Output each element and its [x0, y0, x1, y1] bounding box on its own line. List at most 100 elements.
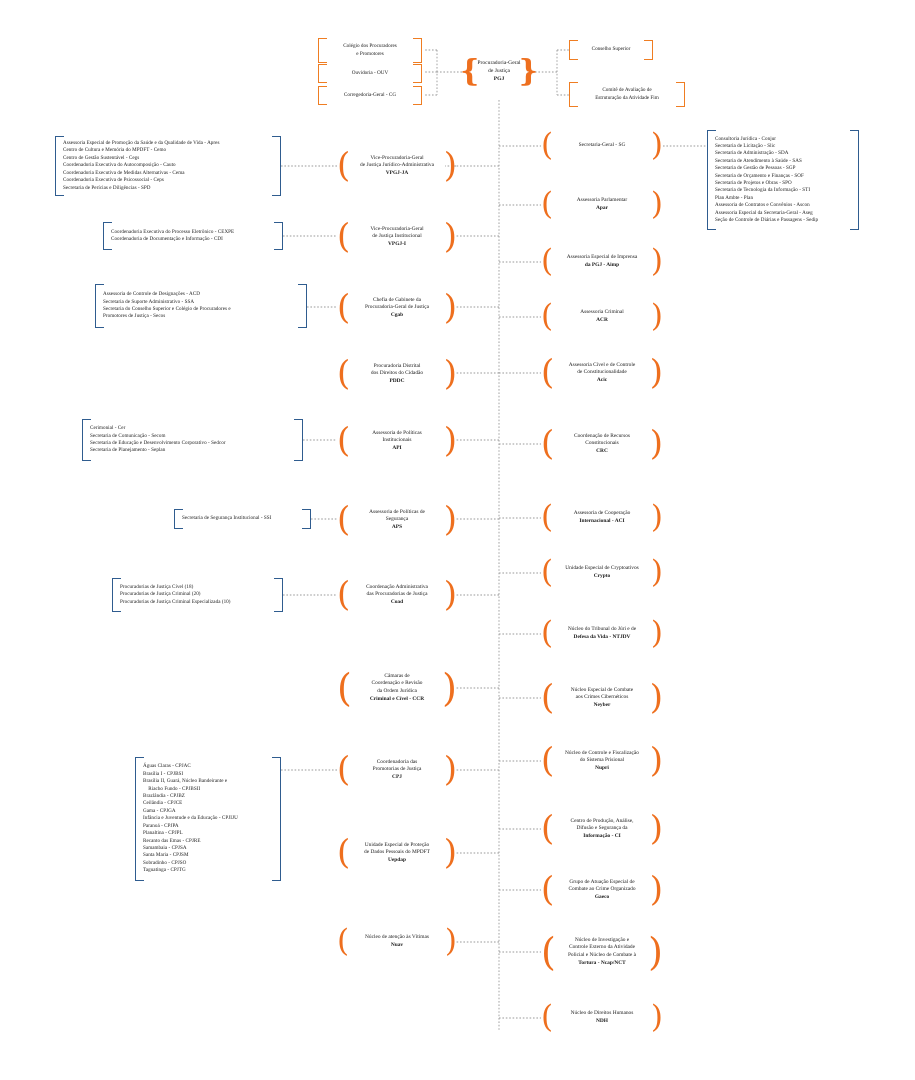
paren-left-icon: ( [337, 749, 351, 790]
node-acr[interactable]: ( ) Assessoria Criminal ACR [541, 297, 663, 337]
group-coad[interactable]: Procuradorias de Justiça Cível (18) Proc… [112, 578, 283, 612]
list-item: Coordenadoria Executiva de Medidas Alter… [63, 169, 185, 176]
label-line-1: Ouvidoria - OUV [351, 69, 389, 76]
group-cpj[interactable]: Águas Claras - CPJAC Brasília I - CPJBSI… [135, 757, 281, 881]
label-line-2: Promotorias de Justiça [372, 766, 422, 773]
node-text: Chefia de Gabinete da Procuradoria-Geral… [350, 285, 444, 331]
bracket-right [850, 130, 859, 230]
label-line-2: Controle Externo da Atividade [568, 944, 636, 951]
list-item: Cerimonial - Cer [90, 425, 126, 432]
label-line-3: CRC [596, 447, 608, 454]
list-item: Taguatinga - CPJTG [143, 867, 186, 874]
paren-left-icon: ( [541, 999, 554, 1036]
label-line-3: Uepdap [388, 856, 406, 863]
node-text: Vice-Procuradoria-Geral de Justiça Juríd… [350, 143, 444, 189]
label-line-3: Coad [390, 598, 404, 605]
node-api[interactable]: ( ) Assessoria de Políticas Instituciona… [337, 418, 457, 464]
node-coad[interactable]: ( ) Coordenação Administrativa das Procu… [337, 572, 457, 618]
node-crc[interactable]: ( ) Coordenação de Recursos Constitucion… [541, 421, 663, 467]
paren-left-icon: ( [541, 615, 554, 652]
paren-right-icon: ) [649, 869, 663, 910]
paren-left-icon: ( [541, 186, 554, 223]
label-line-1: Grupo de Atuação Especial de [569, 878, 635, 885]
node-text: Centro de Produção, Análise, Difusão e S… [554, 806, 650, 852]
bracket-left [135, 757, 144, 881]
paren-left-icon: ( [541, 929, 556, 974]
node-nupri[interactable]: ( ) Núcleo de Controle e Fiscalização do… [541, 738, 663, 784]
node-nuav[interactable]: ( ) Núcleo de atenção às Vítimas Nuav [337, 922, 457, 962]
node-cgab[interactable]: ( ) Chefia de Gabinete da Procuradoria-G… [337, 285, 457, 331]
node-colegio-procuradores[interactable]: Colégio dos Procuradores e Promotores [318, 38, 422, 63]
label-line-1: Secretaria-Geral - SG [578, 142, 626, 149]
node-text: Procuradoria Distrital dos Direitos do C… [350, 351, 444, 397]
label-line-1: Coordenação de Recursos [574, 432, 630, 439]
node-text: Núcleo de Direitos Humanos NDH [554, 998, 650, 1038]
paren-left-icon: ( [541, 808, 555, 849]
bracket-right [413, 64, 422, 83]
node-aps[interactable]: ( ) Assessoria de Políticas de Segurança… [337, 497, 457, 543]
label-line-2: Segurança [385, 516, 409, 523]
group-cgab[interactable]: Assessoria de Controle de Designações - … [95, 284, 307, 328]
node-neyber[interactable]: ( ) Núcleo Especial de Combate aos Crime… [541, 675, 663, 721]
label-line-1: Assessoria de Cooperação [573, 510, 631, 517]
node-gaeco[interactable]: ( ) Grupo de Atuação Especial de Combate… [541, 867, 663, 913]
list-item: Assessoria de Contratos e Convênios - As… [715, 202, 810, 209]
group-secretaria-geral[interactable]: Consultoria Jurídica - Conjur Secretaria… [707, 130, 859, 230]
node-ouvidoria[interactable]: Ouvidoria - OUV [318, 64, 422, 83]
node-aimp[interactable]: ( ) Assessoria Especial de Imprensa da P… [541, 242, 663, 282]
paren-left-icon: ( [541, 298, 554, 335]
node-text: Corregedoria-Geral - CG [326, 86, 414, 105]
node-ci[interactable]: ( ) Centro de Produção, Análise, Difusão… [541, 806, 663, 852]
node-conselho-superior[interactable]: Conselho Superior [569, 40, 653, 60]
node-secretaria-geral[interactable]: ( ) Secretaria-Geral - SG [541, 126, 663, 166]
node-vpgj-i[interactable]: ( ) Vice-Procuradoria-Geral de Justiça I… [337, 214, 457, 260]
list-item: Recanto das Emas - CPJRE [143, 837, 201, 844]
node-text: Assessoria Criminal ACR [554, 297, 650, 337]
label-line-1: Câmaras de [384, 672, 410, 679]
node-ndh[interactable]: ( ) Núcleo de Direitos Humanos NDH [541, 998, 663, 1038]
node-text: Coordenação Administrativa das Procurado… [350, 572, 444, 618]
pgj-line-1: Procuradoria-Geral [477, 60, 521, 67]
list-item: Secretaria de Perícias e Diligências - S… [63, 184, 151, 191]
node-apar[interactable]: ( ) Assessoria Parlamentar Apar [541, 185, 663, 225]
group-list-wrap: Assessoria Especial de Promoção da Saúde… [63, 136, 273, 196]
label-line-1: Assessoria Especial de Imprensa [566, 254, 638, 261]
bracket-right [274, 578, 283, 612]
label-line-2: NDH [596, 1018, 608, 1024]
bracket-left [95, 284, 104, 328]
node-ccr[interactable]: ( ) Câmaras de Coordenação e Revisão da … [337, 661, 457, 715]
label-line-3: Nupri [595, 764, 609, 771]
label-line-3: Gaeco [594, 893, 610, 900]
group-vpgj-ja[interactable]: Assessoria Especial de Promoção da Saúde… [55, 136, 281, 196]
group-aps[interactable]: Secretaria de Segurança Institucional - … [174, 509, 311, 529]
node-vpgj-ja[interactable]: ( ) Vice-Procuradoria-Geral de Justiça J… [337, 143, 457, 189]
node-crypto[interactable]: ( ) Unidade Especial de Cryptoativos Cry… [541, 553, 663, 593]
list-item: Brasília II, Guará, Núcleo Bandeirante e [143, 778, 228, 785]
label-line-1: Conselho Superior [591, 46, 631, 53]
node-text: Assessoria Parlamentar Apar [554, 185, 650, 225]
paren-right-icon: ) [444, 923, 457, 960]
node-uepdap[interactable]: ( ) Unidade Especial de Proteção de Dado… [337, 830, 457, 876]
node-pddc[interactable]: ( ) Procuradoria Distrital dos Direitos … [337, 351, 457, 397]
label-line-2: dos Direitos do Cidadão [370, 370, 424, 377]
list-item: Centro de Cultura e Memória do MPDFT - C… [63, 147, 167, 154]
list-item: Águas Claras - CPJAC [143, 763, 191, 770]
node-ncap-nct[interactable]: ( ) Núcleo de Investigação e Controle Ex… [541, 925, 663, 979]
group-api[interactable]: Cerimonial - Cer Secretaria de Comunicaç… [82, 419, 303, 461]
list-item: Secretaria de Segurança Institucional - … [182, 515, 272, 522]
node-cpj[interactable]: ( ) Coordenadoria das Promotorias de Jus… [337, 747, 457, 793]
paren-right-icon: ) [649, 740, 663, 781]
node-corregedoria-geral[interactable]: Corregedoria-Geral - CG [318, 86, 422, 105]
node-acic[interactable]: ( ) Assessoria Cível e de Controle de Co… [541, 350, 663, 396]
group-list-wrap: Coordenadoria Executiva do Processo Elet… [111, 222, 275, 250]
node-aci[interactable]: ( ) Assessoria de Cooperação Internacion… [541, 498, 663, 538]
list-item: Paranoá - CPJPA [143, 822, 179, 829]
list-item: Coordenadoria Executiva do Autocomposiçã… [63, 162, 176, 169]
node-comite-avaliacao[interactable]: Comitê de Avaliação de Estruturação da A… [569, 82, 685, 107]
node-pgj[interactable]: { } Procuradoria-Geral de Justiça PGJ [460, 48, 538, 96]
label-line-1: Coordenação Administrativa [366, 583, 428, 590]
bracket-right [413, 38, 422, 63]
label-line-3: da Ordem Jurídica [377, 688, 417, 694]
group-vpgj-i[interactable]: Coordenadoria Executiva do Processo Elet… [103, 222, 283, 250]
node-ntjdv[interactable]: ( ) Núcleo do Tribunal do Júri e de Defe… [541, 614, 663, 654]
